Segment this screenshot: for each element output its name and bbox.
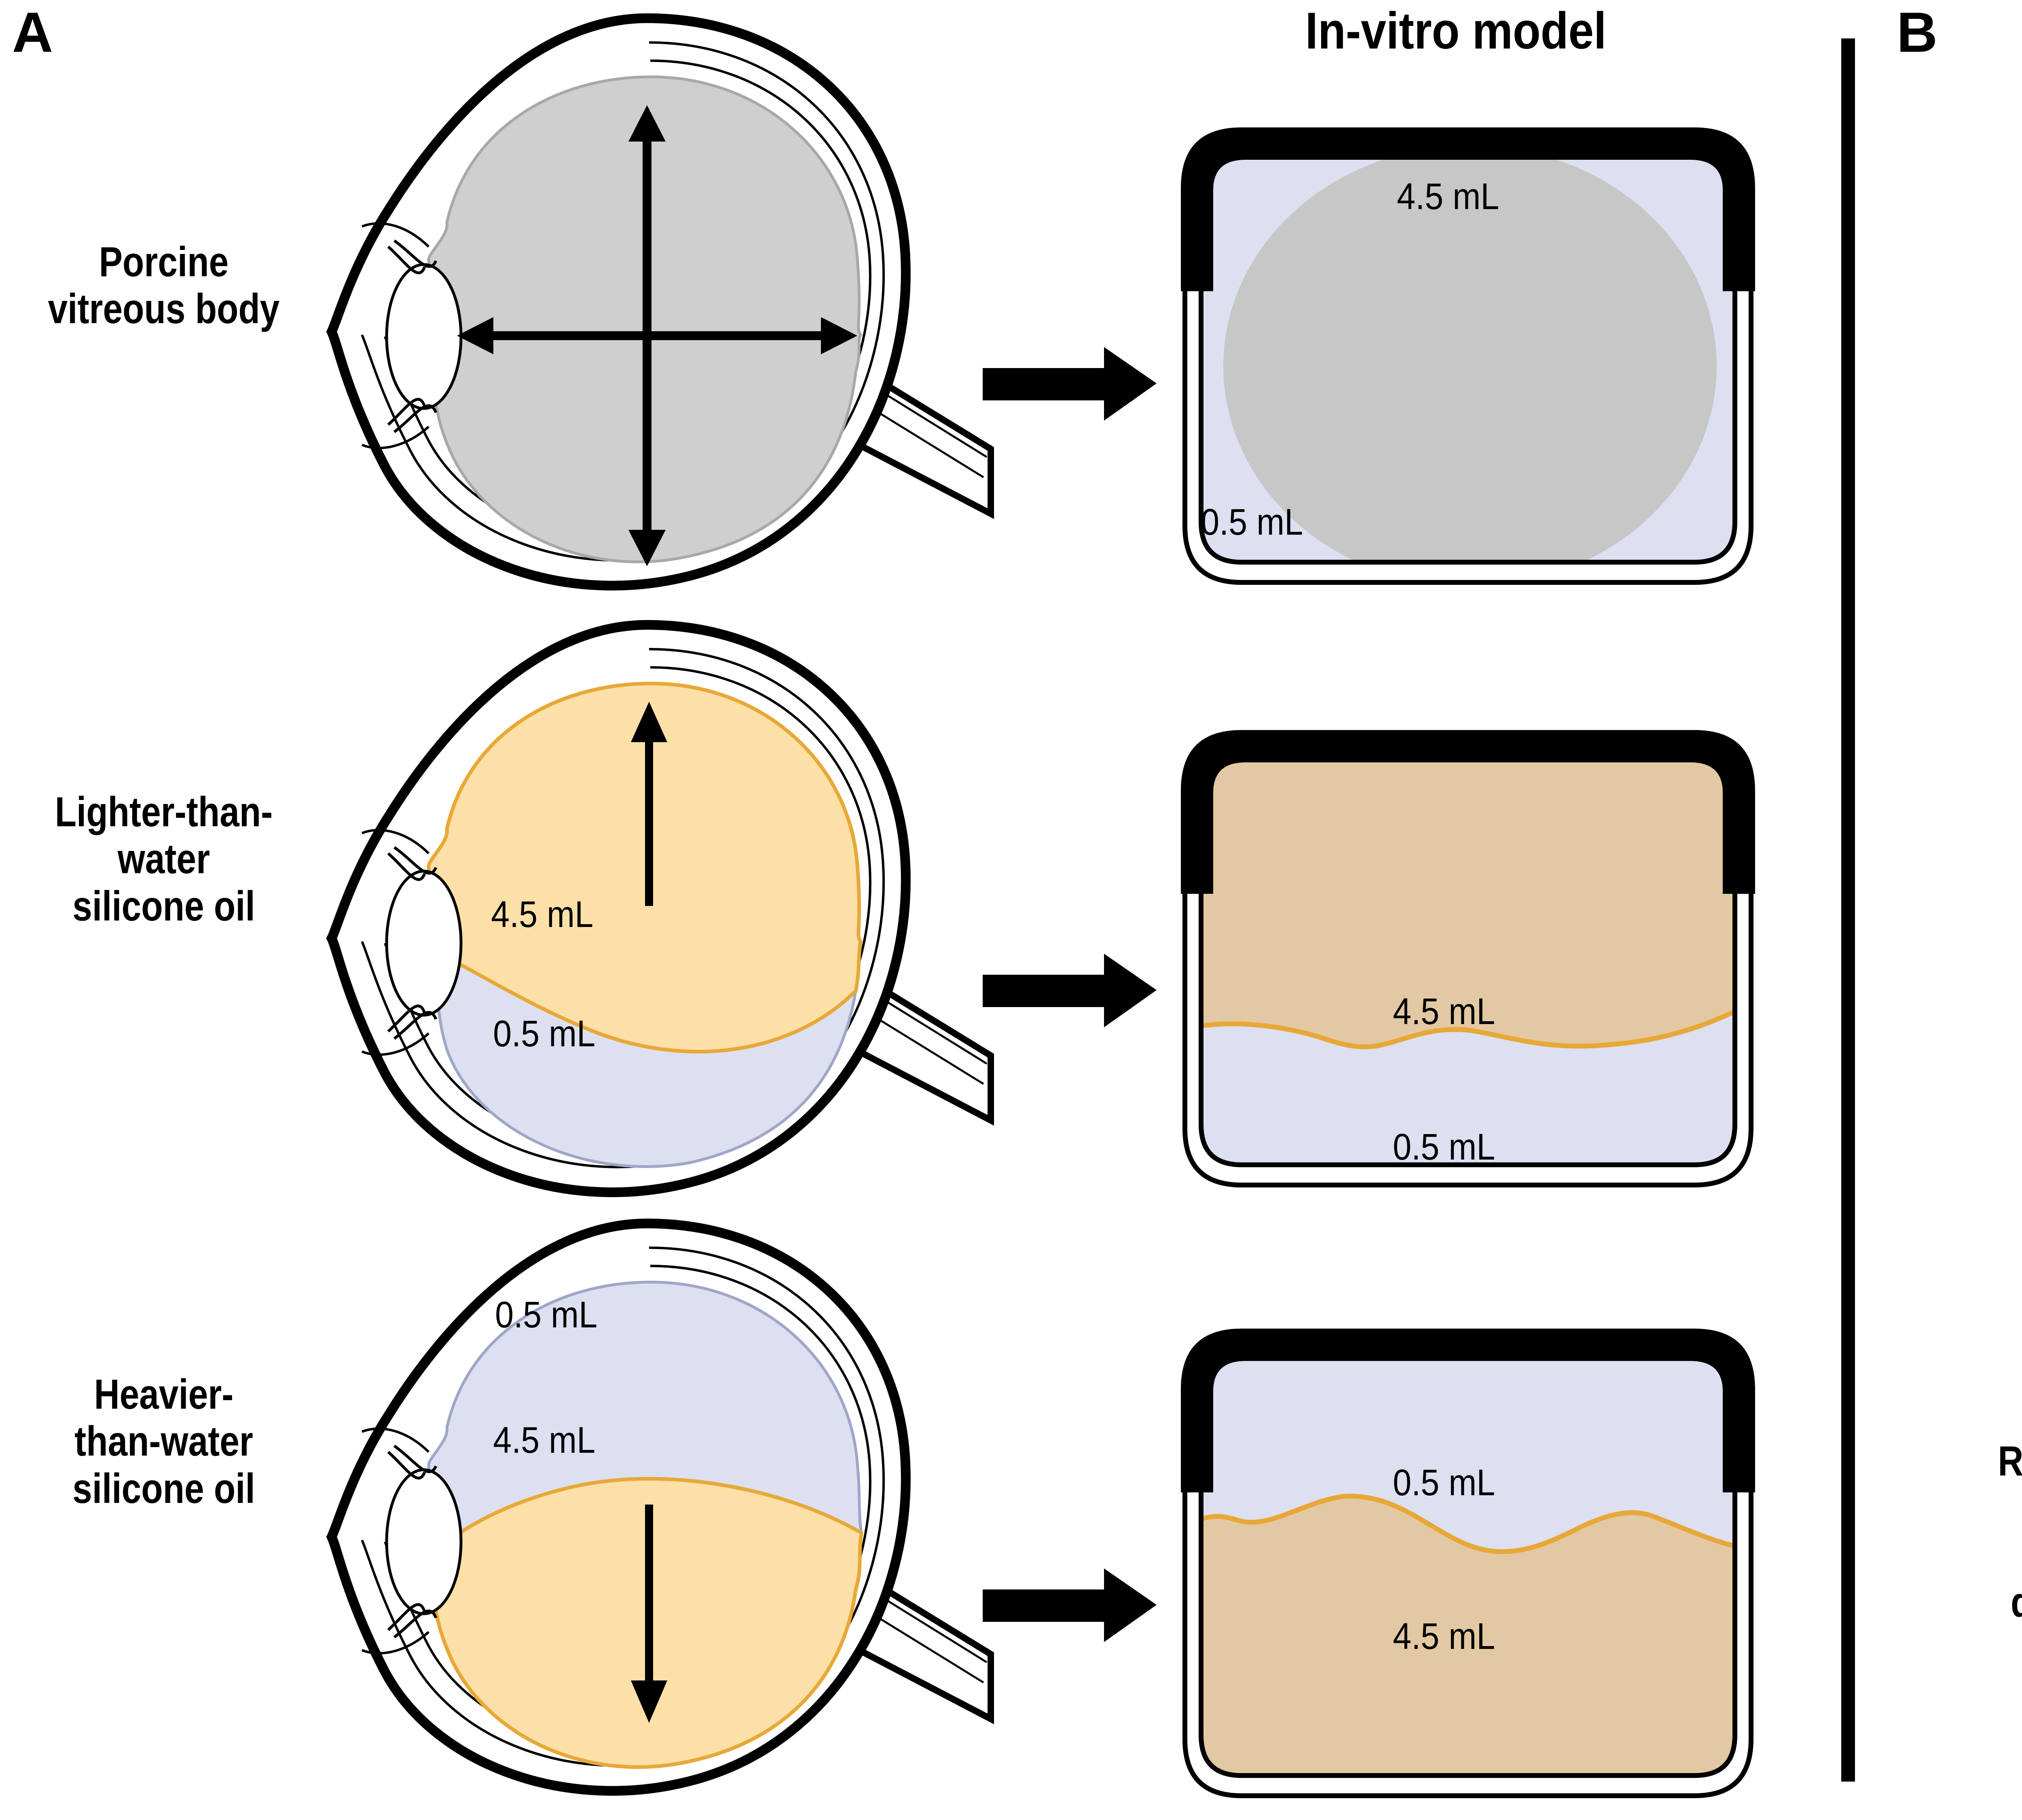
vial-cap — [1181, 127, 1755, 291]
lens — [385, 870, 463, 1017]
step-label-line: Measurement of — [1931, 1532, 2022, 1579]
volume-label-oil-row3: 4.5 mL — [1393, 1616, 1495, 1657]
process-arrow-row2 — [983, 954, 1157, 1027]
panel-letter-a: A — [12, 0, 53, 64]
up-arrow — [631, 702, 667, 906]
vial-row2 — [1181, 730, 1755, 1187]
step-label-line: Injection into the — [1951, 142, 2022, 188]
ciliary-body-line — [393, 1609, 438, 1638]
cornea-inner-line — [361, 425, 430, 449]
silicone-oil-fill — [1201, 756, 1735, 1047]
row-label-heavier-than-water: Heavier- than-water silicone oil — [4, 1371, 324, 1512]
row-label-lighter-than-water: Lighter-than- water silicone oil — [4, 789, 324, 930]
vial-cap — [1181, 730, 1755, 894]
vitreous-gel-fill — [1223, 154, 1717, 562]
step-label-line: phase — [1931, 1485, 2022, 1532]
panel-a-title: In-vitro model — [1305, 2, 1607, 60]
row-label-line: Porcine — [99, 239, 229, 286]
row-label-line: water — [117, 836, 210, 883]
ciliary-body-line — [393, 404, 438, 433]
step-label-line: aqueous phase — [1951, 188, 2022, 235]
row-label-line: Lighter-than- — [55, 789, 273, 836]
ciliary-body-line — [393, 239, 438, 268]
optic-nerve-line — [869, 990, 988, 1065]
cornea-inner-line — [361, 829, 430, 855]
panel-letter-b: B — [1897, 0, 1937, 64]
ciliary-body-line — [393, 1011, 438, 1040]
step-label-distribution-time: Distribution time 5 mins – 24 hours — [1909, 882, 2022, 976]
ciliary-body-line — [387, 1603, 426, 1631]
row-label-line: Heavier- — [94, 1371, 234, 1418]
eye-diagram-porcine-vitreous — [326, 13, 994, 590]
cornea-inner-line — [361, 1032, 430, 1056]
ciliary-body-line — [387, 1451, 426, 1480]
vial-row1 — [1181, 127, 1755, 585]
down-arrow — [631, 1505, 667, 1723]
process-arrow-row3 — [983, 1568, 1157, 1642]
step-label-line: Retrieval of aqueous — [1998, 1438, 2022, 1485]
process-arrow-row1 — [983, 347, 1157, 421]
vial-row3 — [1181, 1329, 1755, 1798]
optic-nerve-line — [861, 1606, 984, 1684]
volume-label-oil-row2: 4.5 mL — [1393, 991, 1495, 1032]
step-label-retrieval-measurement: Retrieval of aqueous phase Measurement o… — [1885, 1438, 2022, 1626]
step-label-line: drug concentration — [1931, 1579, 2022, 1626]
ciliary-body-line — [387, 245, 426, 275]
eye-diagram-heavier-than-water — [326, 1218, 994, 1796]
lens — [385, 1468, 463, 1615]
volume-label-eye-oil-row2: 4.5 mL — [491, 894, 594, 935]
panel-divider — [1841, 38, 1855, 1782]
optic-nerve-line — [861, 1008, 984, 1085]
ciliary-body-line — [387, 852, 426, 881]
ciliary-body-line — [387, 398, 426, 426]
silicone-oil-fill — [427, 681, 863, 1054]
optic-nerve-line — [869, 1588, 988, 1663]
row-label-line: than-water — [74, 1418, 253, 1465]
lens — [385, 263, 463, 410]
volume-label-eye-aqueous-row3: 0.5 mL — [495, 1294, 598, 1335]
cornea-inner-line — [361, 222, 430, 248]
optic-nerve-line — [861, 401, 984, 478]
ciliary-body-line — [387, 1004, 426, 1033]
volume-label-vitreous-gel: 4.5 mL — [1397, 176, 1500, 217]
row-label-line: silicone oil — [72, 1465, 255, 1512]
oil-water-interface — [1201, 1494, 1735, 1554]
row-label-line: vitreous body — [48, 286, 280, 333]
ciliary-body-line — [393, 1445, 438, 1473]
eye-diagram-lighter-than-water — [326, 620, 994, 1197]
step-label-line: Distribution time — [1954, 882, 2022, 929]
step-label-injection: Injection into the aqueous phase — [1909, 142, 2022, 236]
volume-label-eye-aqueous-row2: 0.5 mL — [493, 1013, 596, 1054]
vial-cap — [1181, 1329, 1755, 1492]
horizontal-double-arrow — [457, 317, 857, 354]
volume-label-aqueous-row2: 0.5 mL — [1393, 1126, 1495, 1168]
row-label-line: silicone oil — [72, 882, 255, 930]
optic-nerve-line — [869, 383, 988, 458]
volume-label-aqueous-row3: 0.5 mL — [1393, 1462, 1495, 1503]
silicone-oil-fill — [1201, 1496, 1735, 1776]
ciliary-body-line — [393, 846, 438, 875]
cornea-inner-line — [361, 1427, 430, 1453]
volume-label-aqueous: 0.5 mL — [1201, 502, 1303, 543]
volume-label-eye-oil-row3: 4.5 mL — [493, 1420, 596, 1461]
oil-water-interface — [1201, 1001, 1735, 1050]
step-label-line: 5 mins – 24 hours — [1954, 929, 2022, 976]
row-label-porcine-vitreous: Porcine vitreous body — [4, 239, 324, 333]
cornea-inner-line — [361, 1631, 430, 1655]
